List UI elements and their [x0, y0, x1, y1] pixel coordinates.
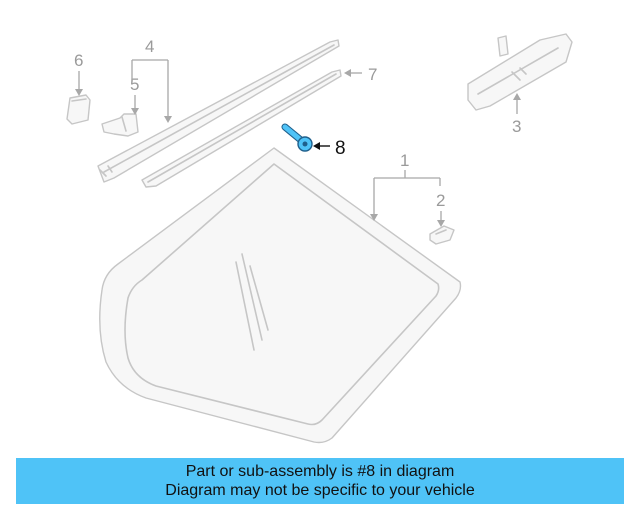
callout-8: 8 — [313, 138, 346, 159]
callout-1-label: 1 — [400, 151, 409, 170]
callout-8-label: 8 — [335, 138, 346, 159]
callout-5: 5 — [130, 75, 139, 115]
info-banner: Part or sub-assembly is #8 in diagram Di… — [16, 458, 624, 504]
callout-7-label: 7 — [368, 65, 377, 84]
part-1-windshield — [99, 147, 462, 444]
banner-line-2: Diagram may not be specific to your vehi… — [165, 482, 475, 499]
callout-3-label: 3 — [512, 117, 521, 136]
part-5-clip — [101, 113, 139, 137]
callout-4: 4 — [131, 37, 172, 123]
part-6-bracket — [66, 94, 91, 125]
callout-6: 6 — [74, 51, 83, 96]
callout-4-label: 4 — [145, 37, 154, 56]
callout-7: 7 — [344, 65, 377, 84]
banner-line-1: Part or sub-assembly is #8 in diagram — [185, 463, 455, 480]
part-7-molding — [141, 69, 342, 188]
part-8-bolt — [281, 123, 313, 152]
callout-3: 3 — [512, 93, 521, 136]
part-2-bracket — [429, 225, 455, 245]
part-4-molding — [97, 39, 340, 183]
callout-5-label: 5 — [130, 75, 139, 94]
parts-diagram: 6 5 4 7 3 — [66, 33, 573, 444]
callout-2-label: 2 — [436, 191, 445, 210]
callout-6-label: 6 — [74, 51, 83, 70]
part-3-mirror — [467, 33, 573, 111]
callout-1: 1 — [370, 151, 441, 221]
callout-2: 2 — [436, 191, 445, 227]
